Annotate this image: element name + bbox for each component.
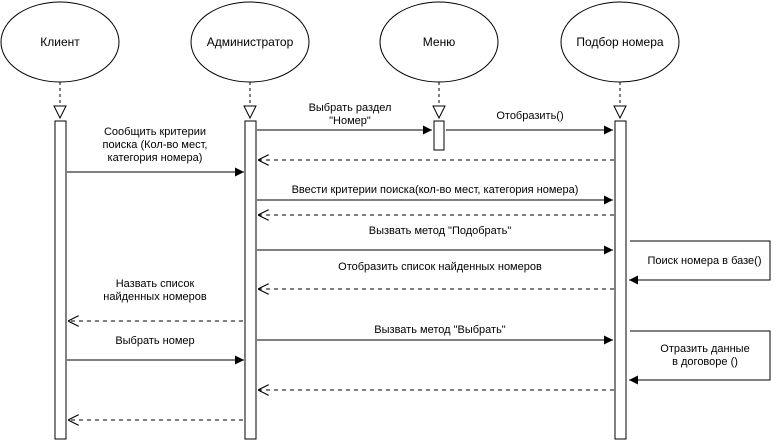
msg-call-pick-label: Вызвать метод "Подобрать" (368, 225, 512, 237)
msg-display-label: Отобразить() (496, 110, 564, 122)
self-contract-arrow (629, 330, 771, 385)
msg-call-choose-label: Вызвать метод "Выбрать" (374, 324, 506, 336)
activation-client (54, 120, 67, 440)
msg-show-list-label: Отобразить список найденных номеров (338, 261, 542, 273)
msg-select-room-label: Выбрать номер (115, 335, 195, 347)
actor-label-room-selection: Подбор номера (576, 35, 664, 49)
actor-label-client: Клиент (40, 35, 80, 49)
actor-room-selection (560, 1, 680, 440)
activation-admin (244, 120, 257, 440)
actor-client (0, 1, 120, 440)
activation-room-selection (614, 120, 627, 440)
actor-admin (190, 1, 310, 440)
self-search-arrow (629, 240, 771, 285)
self-search-label: Поиск номера в базе() (647, 255, 762, 267)
actor-label-admin: Администратор (206, 35, 294, 49)
msg-name-list-label: Назвать список найденных номеров (103, 278, 207, 303)
actor-menu (379, 1, 499, 151)
msg-enter-criteria-label: Ввести критерии поиска(кол-во мест, кате… (291, 184, 579, 196)
actor-label-menu: Меню (422, 35, 456, 49)
msg-select-section-label: Выбрать раздел "Номер" (308, 102, 392, 127)
activation-menu (433, 120, 445, 151)
self-contract-label: Отразить данные в договоре () (660, 343, 750, 368)
msg-tell-criteria-label: Сообщить критерии поиска (Кол-во мест, к… (102, 126, 208, 164)
